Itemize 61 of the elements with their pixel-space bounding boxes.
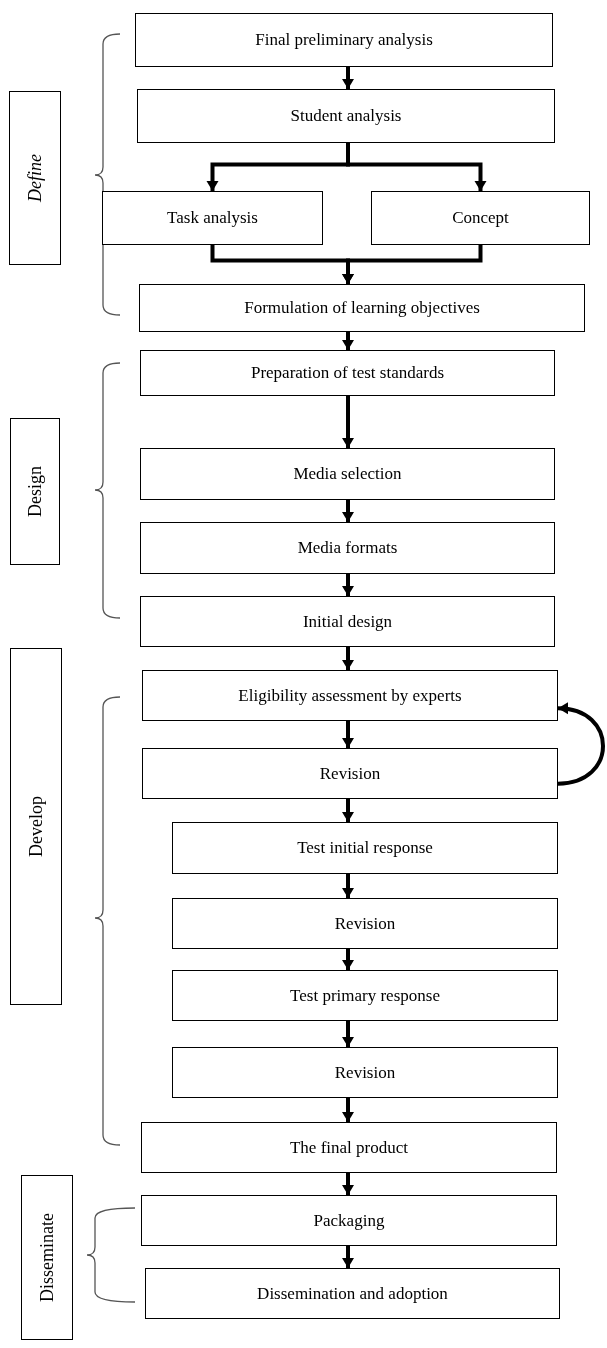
phase-label-box xyxy=(10,418,60,565)
phase-label-box xyxy=(9,91,61,265)
process-box xyxy=(142,670,558,721)
process-box xyxy=(140,522,555,574)
step-label: Revision xyxy=(334,913,396,934)
process-box xyxy=(141,1195,557,1246)
step-label: Packaging xyxy=(313,1210,385,1231)
arrow xyxy=(342,1098,354,1122)
arrow xyxy=(342,721,354,748)
process-box xyxy=(140,596,555,647)
step-label: Media formats xyxy=(297,538,398,558)
arrow xyxy=(342,67,354,89)
process-box xyxy=(140,448,555,500)
process-box xyxy=(140,350,555,396)
process-box xyxy=(172,1047,558,1098)
phase-label: Develop xyxy=(25,796,47,857)
step-label: Revision xyxy=(334,1062,396,1083)
step-label: Media selection xyxy=(293,464,402,484)
arrow xyxy=(342,1173,354,1195)
process-box xyxy=(371,191,590,245)
step-label: Test initial response xyxy=(297,838,433,858)
arrow xyxy=(342,396,354,448)
arrow xyxy=(342,1021,354,1047)
phase-label: Disseminate xyxy=(36,1213,58,1302)
arrow xyxy=(342,799,354,822)
phase-label-box xyxy=(21,1175,73,1340)
arrow xyxy=(557,703,605,786)
process-box xyxy=(135,13,553,67)
process-box xyxy=(172,822,558,874)
process-box xyxy=(172,898,558,949)
arrow xyxy=(342,500,354,522)
arrow xyxy=(342,874,354,898)
step-label: Final preliminary analysis xyxy=(255,30,433,50)
process-box xyxy=(172,970,558,1021)
process-box xyxy=(139,284,585,332)
step-label: Preparation of test standards xyxy=(250,363,445,383)
arrow xyxy=(342,949,354,970)
arrow xyxy=(342,1246,354,1268)
process-box xyxy=(102,191,323,245)
arrow xyxy=(342,574,354,596)
process-box xyxy=(145,1268,560,1319)
step-label: Dissemination and adoption xyxy=(257,1283,448,1304)
step-label: The final product xyxy=(290,1137,408,1158)
process-box xyxy=(142,748,558,799)
step-label: Test primary response xyxy=(290,985,440,1006)
arrow xyxy=(342,245,483,284)
phase-label: Define xyxy=(24,154,46,202)
step-label: Revision xyxy=(319,763,381,784)
arrow xyxy=(342,332,354,350)
phase-label-box xyxy=(10,648,62,1005)
step-label: Formulation of learning objectives xyxy=(244,298,480,318)
step-label: Concept xyxy=(452,208,509,228)
step-label: Task analysis xyxy=(167,208,258,228)
process-box xyxy=(141,1122,557,1173)
arrow xyxy=(346,143,487,191)
step-label: Student analysis xyxy=(290,106,402,126)
step-label: Eligibility assessment by experts xyxy=(238,685,462,706)
phase-label: Design xyxy=(24,466,46,517)
arrow xyxy=(342,647,354,670)
step-label: Initial design xyxy=(302,611,393,632)
process-box xyxy=(137,89,555,143)
